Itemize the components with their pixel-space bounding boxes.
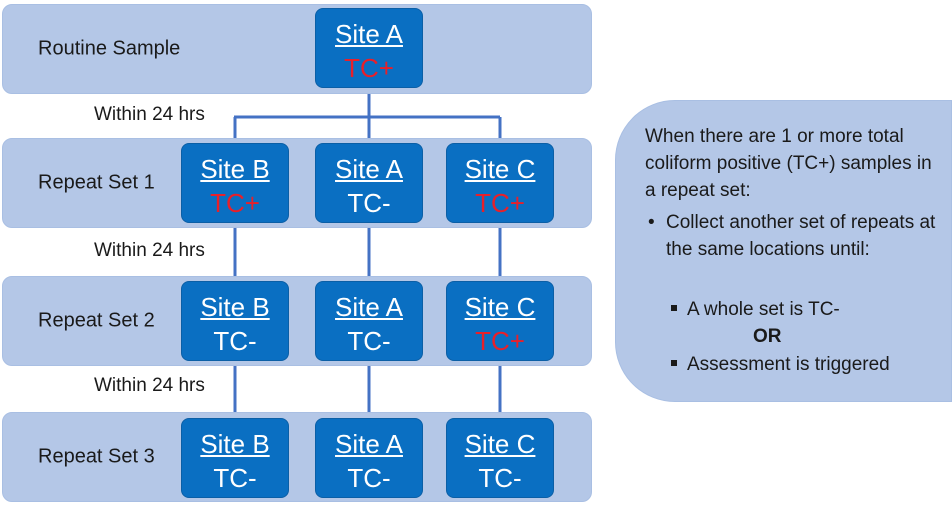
note-sub-text: Assessment is triggered (687, 354, 890, 375)
timing-label: Within 24 hrs (92, 104, 207, 126)
note-sub-text: A whole set is TC- (687, 299, 840, 320)
note-panel: When there are 1 or more total coliform … (615, 100, 952, 402)
site-box: Site A TC- (315, 143, 423, 223)
site-box: Site C TC- (446, 418, 554, 498)
site-name: Site B (200, 154, 270, 184)
site-result: TC- (347, 188, 391, 218)
site-name: Site B (200, 292, 270, 322)
site-box: Site B TC+ (181, 143, 289, 223)
site-result: TC+ (475, 188, 525, 218)
site-result: TC- (347, 326, 391, 356)
site-name: Site C (464, 292, 536, 322)
site-result: TC+ (475, 326, 525, 356)
site-box: Site C TC+ (446, 143, 554, 223)
site-box: Site A TC- (315, 418, 423, 498)
square-bullet-icon (671, 359, 677, 366)
note-bullet: • Collect another set of repeats at the … (646, 209, 936, 263)
site-box: Site B TC- (181, 418, 289, 498)
row-label: Repeat Set 3 (38, 445, 155, 468)
site-result: TC- (213, 463, 257, 493)
note-bullet-text: Collect another set of repeats at the sa… (666, 212, 936, 260)
site-result: TC- (347, 463, 391, 493)
site-name: Site C (464, 429, 536, 459)
timing-label: Within 24 hrs (92, 240, 207, 262)
site-box: Site A TC+ (315, 8, 423, 88)
note-sub-item: Assessment is triggered (671, 351, 890, 378)
routine-sample-band: Routine Sample (2, 4, 592, 94)
site-name: Site A (335, 429, 403, 459)
note-intro: When there are 1 or more total coliform … (645, 126, 932, 201)
site-result: TC- (478, 463, 522, 493)
site-result: TC+ (210, 188, 260, 218)
site-box: Site B TC- (181, 281, 289, 361)
note-sub-item: A whole set is TC- (671, 296, 840, 323)
bullet-dot-icon: • (648, 212, 655, 233)
row-label: Repeat Set 1 (38, 171, 155, 194)
site-result: TC- (213, 326, 257, 356)
site-name: Site A (335, 19, 403, 49)
row-label: Repeat Set 2 (38, 309, 155, 332)
site-name: Site A (335, 154, 403, 184)
site-name: Site C (464, 154, 536, 184)
row-label: Routine Sample (38, 37, 181, 60)
site-box: Site A TC- (315, 281, 423, 361)
timing-label: Within 24 hrs (92, 375, 207, 397)
site-name: Site B (200, 429, 270, 459)
site-box: Site C TC+ (446, 281, 554, 361)
note-or: OR (753, 326, 782, 347)
site-name: Site A (335, 292, 403, 322)
site-result: TC+ (344, 53, 394, 83)
square-bullet-icon (671, 304, 677, 311)
